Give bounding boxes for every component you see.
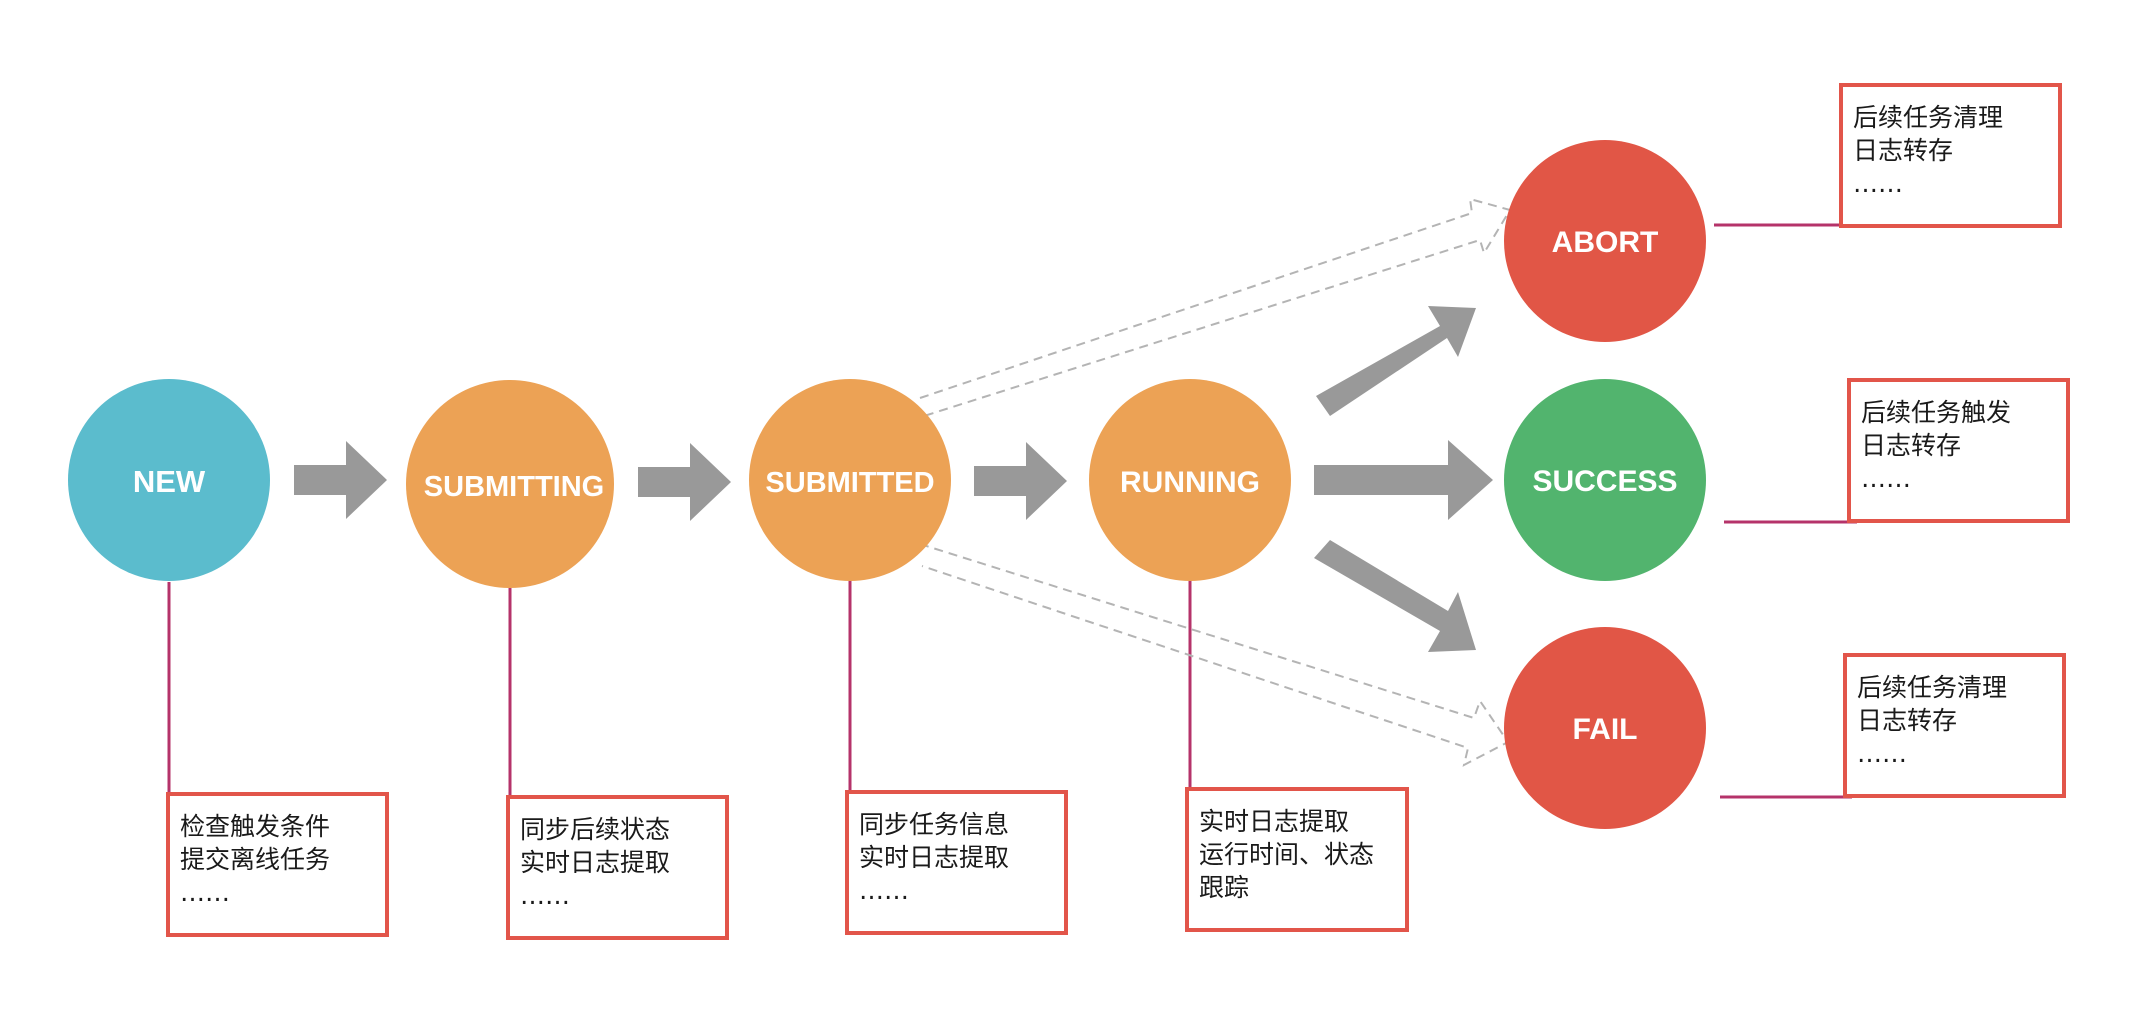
- arrow-submitted-running: [974, 442, 1067, 520]
- note-new-line-3: ……: [180, 878, 230, 907]
- note-submitted-line-3: ……: [859, 876, 909, 905]
- state-fail: FAIL: [1504, 627, 1706, 829]
- state-submitting: SUBMITTING: [406, 380, 614, 588]
- note-abort-line-3: ……: [1853, 169, 1903, 198]
- note-submitted: 同步任务信息 实时日志提取 ……: [845, 790, 1068, 935]
- state-label-abort: ABORT: [1552, 226, 1659, 259]
- note-submitting-line-1: 同步后续状态: [520, 815, 671, 844]
- note-abort-line-1: 后续任务清理: [1853, 103, 2004, 132]
- note-running-line-2: 运行时间、状态: [1199, 840, 1375, 869]
- arrow-running-success: [1314, 440, 1493, 520]
- state-new: NEW: [68, 379, 270, 581]
- note-success: 后续任务触发 日志转存 ……: [1847, 378, 2070, 523]
- state-success: SUCCESS: [1504, 379, 1706, 581]
- note-submitted-line-2: 实时日志提取: [859, 843, 1010, 872]
- state-abort: ABORT: [1504, 140, 1706, 342]
- state-submitted: SUBMITTED: [749, 379, 951, 581]
- note-abort: 后续任务清理 日志转存 ……: [1839, 83, 2062, 228]
- state-label-fail: FAIL: [1573, 713, 1638, 746]
- note-abort-line-2: 日志转存: [1853, 136, 1954, 165]
- note-submitting: 同步后续状态 实时日志提取 ……: [506, 795, 729, 940]
- note-success-line-3: ……: [1861, 464, 1911, 493]
- note-success-line-1: 后续任务触发: [1861, 398, 2012, 427]
- arrow-submitting-submitted: [638, 443, 731, 521]
- note-running: 实时日志提取 运行时间、状态 跟踪: [1185, 787, 1409, 932]
- state-label-submitted: SUBMITTED: [765, 467, 934, 499]
- state-label-success: SUCCESS: [1532, 465, 1677, 498]
- arrow-running-fail: [1314, 540, 1476, 652]
- arrow-running-abort: [1316, 306, 1476, 416]
- note-fail-line-1: 后续任务清理: [1857, 673, 2008, 702]
- state-label-submitting: SUBMITTING: [424, 471, 604, 503]
- note-fail-line-2: 日志转存: [1857, 706, 1958, 735]
- flow-arrows: [294, 306, 1493, 652]
- note-new-line-2: 提交离线任务: [180, 845, 331, 874]
- note-running-line-3: 跟踪: [1199, 873, 1250, 902]
- state-label-new: NEW: [133, 464, 206, 499]
- note-fail-line-3: ……: [1857, 739, 1907, 768]
- connectors: [167, 223, 1857, 800]
- note-submitting-line-3: ……: [520, 881, 570, 910]
- note-submitted-line-1: 同步任务信息: [859, 810, 1010, 839]
- state-running: RUNNING: [1089, 379, 1291, 581]
- note-new: 检查触发条件 提交离线任务 ……: [166, 792, 389, 937]
- arrow-new-submitting: [294, 441, 387, 519]
- note-fail: 后续任务清理 日志转存 ……: [1843, 653, 2066, 798]
- state-label-running: RUNNING: [1120, 466, 1260, 499]
- note-new-line-1: 检查触发条件: [180, 812, 331, 841]
- note-running-line-1: 实时日志提取: [1199, 807, 1350, 836]
- note-success-line-2: 日志转存: [1861, 431, 1962, 460]
- note-submitting-line-2: 实时日志提取: [520, 848, 671, 877]
